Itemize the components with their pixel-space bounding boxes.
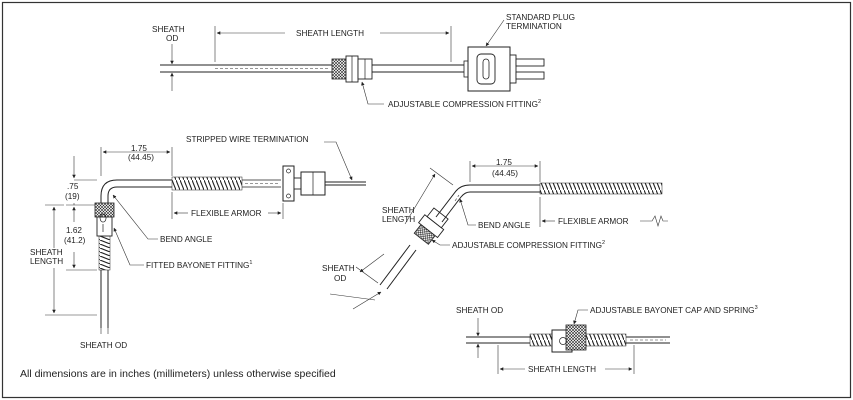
standard-plug-label: STANDARD PLUG: [506, 13, 575, 22]
middle-bend-angle-label: BEND ANGLE: [478, 221, 531, 230]
left-dim-4445: (44.45): [128, 153, 154, 162]
middle-sheath-od-label-2: OD: [334, 274, 346, 283]
adj-bayonet-cap-label: ADJUSTABLE BAYONET CAP AND SPRING3: [590, 305, 758, 315]
left-bend-angle-label: BEND ANGLE: [160, 235, 213, 244]
left-dim-19: (19): [65, 192, 80, 201]
middle-compression-fitting: [413, 207, 449, 245]
middle-probe-diagram: 1.75 (44.45) SHEATH LENGTH BEND ANGLE FL…: [322, 158, 668, 310]
middle-sheath-length-label: SHEATH: [382, 206, 415, 215]
top-sheath-od-label: SHEATH: [152, 25, 185, 34]
middle-dim-175: 1.75: [496, 158, 512, 167]
fitted-bayonet-fitting: [94, 202, 115, 237]
standard-plug-label-2: TERMINATION: [506, 22, 562, 31]
top-adj-compression-label: ADJUSTABLE COMPRESSION FITTING2: [388, 99, 541, 109]
middle-dim-4445: (44.45): [492, 169, 518, 178]
left-dim-412: (41.2): [64, 236, 86, 245]
left-dim-075: .75: [67, 182, 79, 191]
middle-sheath-length-label-2: LENGTH: [382, 215, 415, 224]
br-sheath-od-label: SHEATH OD: [456, 306, 503, 315]
middle-flexible-armor-label: FLEXIBLE ARMOR: [558, 217, 629, 226]
left-dim-162: 1.62: [66, 226, 82, 235]
bottom-right-probe-diagram: SHEATH OD ADJUSTABLE BAYONET CAP AND SPR…: [456, 305, 758, 374]
adjustable-bayonet-cap: [551, 324, 587, 353]
br-sheath-length-label: SHEATH LENGTH: [528, 365, 596, 374]
top-sheath-length-label: SHEATH LENGTH: [296, 29, 364, 38]
left-probe-diagram: STRIPPED WIRE TERMINATION 1.75 (44.45) .…: [30, 135, 366, 350]
fitted-bayonet-label: FITTED BAYONET FITTING1: [146, 260, 252, 270]
top-standard-plug: [463, 46, 545, 92]
top-sheath-od-label-2: OD: [166, 34, 178, 43]
top-compression-fitting: [331, 55, 373, 83]
left-flange-fitting: [282, 165, 326, 202]
stripped-wire-label: STRIPPED WIRE TERMINATION: [186, 135, 309, 144]
left-sheath-length-label-2: LENGTH: [30, 257, 63, 266]
left-flexible-armor-label: FLEXIBLE ARMOR: [191, 209, 262, 218]
middle-adj-compression-label: ADJUSTABLE COMPRESSION FITTING2: [452, 240, 605, 250]
left-dim-175: 1.75: [131, 144, 147, 153]
left-sheath-length-label: SHEATH: [30, 248, 63, 257]
footnote: All dimensions are in inches (millimeter…: [20, 368, 336, 380]
middle-sheath-od-label: SHEATH: [322, 264, 355, 273]
top-probe-diagram: SHEATH OD SHEATH LENGTH STANDARD PLUG TE…: [152, 13, 575, 109]
left-sheath-od-label: SHEATH OD: [80, 341, 127, 350]
